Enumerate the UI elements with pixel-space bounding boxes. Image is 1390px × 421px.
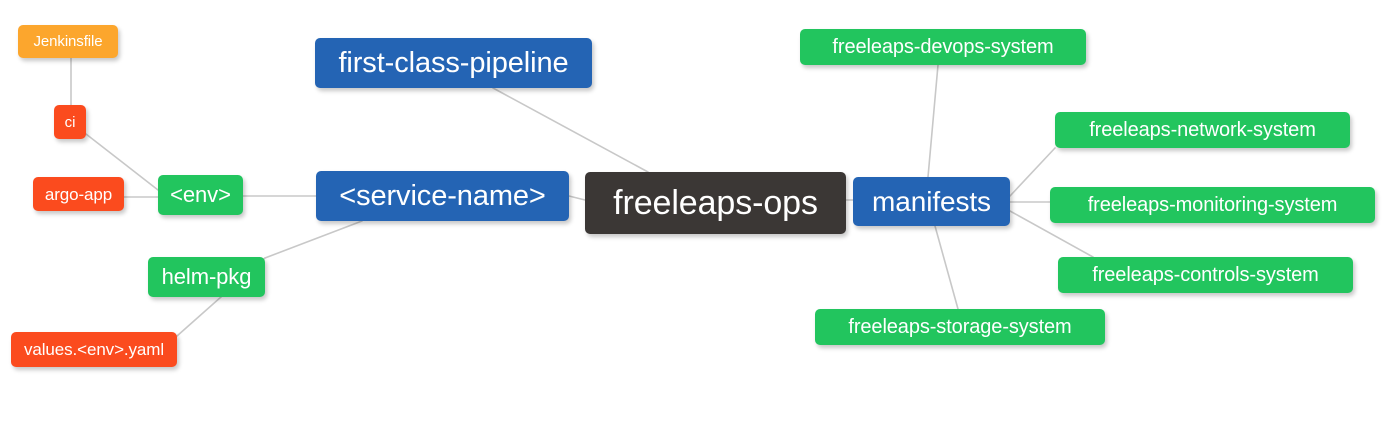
node-label-first-class-pipeline: first-class-pipeline [338,46,569,79]
node-label-freeleaps-controls-system: freeleaps-controls-system [1092,264,1319,286]
node-label-freeleaps-monitoring-system: freeleaps-monitoring-system [1087,194,1338,216]
node-values-yaml[interactable]: values.<env>.yaml [11,332,177,367]
node-jenkinsfile[interactable]: Jenkinsfile [18,25,118,58]
node-label-freeleaps-devops-system: freeleaps-devops-system [832,36,1054,58]
node-freeleaps-storage-system[interactable]: freeleaps-storage-system [815,309,1105,345]
node-freeleaps-monitoring-system[interactable]: freeleaps-monitoring-system [1050,187,1375,223]
node-helm-pkg[interactable]: helm-pkg [148,257,265,297]
node-service-name[interactable]: <service-name> [316,171,569,221]
node-label-freeleaps-storage-system: freeleaps-storage-system [848,316,1072,338]
node-label-env: <env> [170,182,231,207]
node-argo-app[interactable]: argo-app [33,177,124,211]
node-label-freeleaps-network-system: freeleaps-network-system [1089,119,1316,141]
node-freeleaps-controls-system[interactable]: freeleaps-controls-system [1058,257,1353,293]
edge-helm-pkg-to-service-name [264,220,363,259]
node-env[interactable]: <env> [158,175,243,215]
node-freeleaps-devops-system[interactable]: freeleaps-devops-system [800,29,1086,65]
node-freeleaps-ops[interactable]: freeleaps-ops [585,172,846,234]
node-manifests[interactable]: manifests [853,177,1010,226]
edge-freeleaps-devops-system-to-manifests [927,64,939,178]
node-label-manifests: manifests [872,185,991,217]
node-label-ci: ci [64,113,76,131]
edge-service-name-to-freeleaps-ops [568,195,586,201]
node-label-helm-pkg: helm-pkg [161,264,252,289]
node-ci[interactable]: ci [54,105,86,139]
node-label-service-name: <service-name> [339,179,546,212]
node-label-jenkinsfile: Jenkinsfile [33,33,103,50]
edge-freeleaps-storage-system-to-manifests [934,225,959,310]
edge-freeleaps-network-system-to-manifests [1009,147,1056,197]
node-freeleaps-network-system[interactable]: freeleaps-network-system [1055,112,1350,148]
node-first-class-pipeline[interactable]: first-class-pipeline [315,38,592,88]
node-label-freeleaps-ops: freeleaps-ops [613,184,818,222]
edge-first-class-pipeline-to-freeleaps-ops [492,87,649,173]
node-label-argo-app: argo-app [44,184,113,204]
node-label-values-yaml: values.<env>.yaml [23,340,165,359]
